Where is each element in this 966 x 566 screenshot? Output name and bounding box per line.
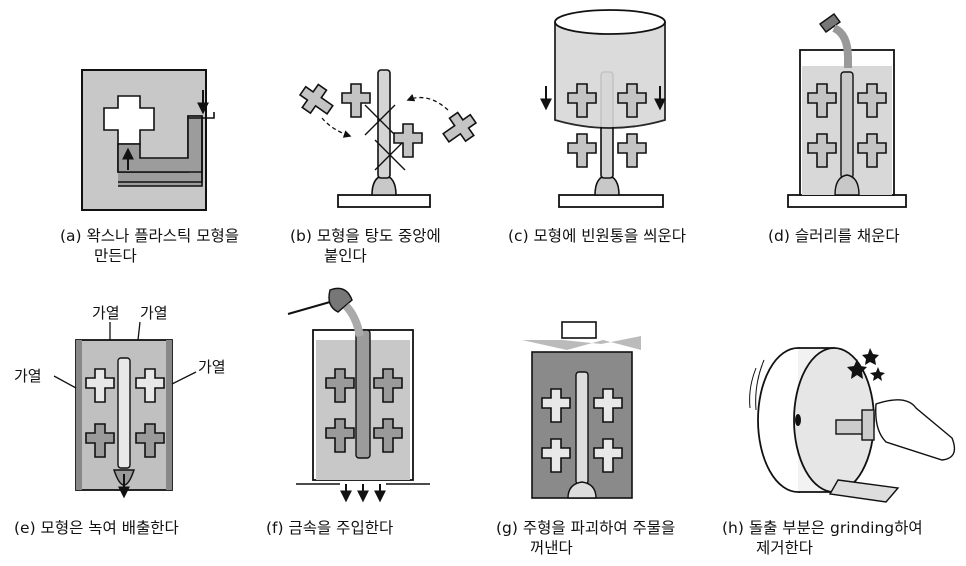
caption-a-line2: 만든다 <box>94 247 137 265</box>
heating-label-top-left: 가열 <box>92 304 120 322</box>
panel-c-figure <box>540 9 666 208</box>
caption-c-line1: (c) 모형에 빈원통을 씌운다 <box>508 227 686 245</box>
caption-c: (c) 모형에 빈원통을 씌운다 <box>508 226 686 246</box>
panel-e-figure <box>53 321 197 499</box>
panel-g-figure <box>522 321 641 499</box>
caption-g-line1: (g) 주형을 파괴하여 주물을 <box>496 519 676 537</box>
caption-b-line1: (b) 모형을 탕도 중앙에 <box>290 227 441 245</box>
heating-label-left: 가열 <box>14 367 42 385</box>
heating-label-top-right: 가열 <box>140 304 168 322</box>
caption-a: (a) 왁스나 플라스틱 모형을 만든다 <box>60 226 239 266</box>
caption-h-line2: 제거한다 <box>756 539 814 557</box>
caption-h: (h) 돌출 부분은 grinding하여 제거한다 <box>722 518 923 558</box>
caption-b-line2: 붙인다 <box>324 247 367 265</box>
caption-g: (g) 주형을 파괴하여 주물을 꺼낸다 <box>496 518 675 558</box>
panel-f-figure <box>287 287 430 503</box>
caption-d: (d) 슬러리를 채운다 <box>768 226 900 246</box>
caption-a-line1: (a) 왁스나 플라스틱 모형을 <box>60 227 239 245</box>
panel-a-figure <box>81 69 215 211</box>
caption-f-line1: (f) 금속을 주입한다 <box>266 519 394 537</box>
caption-b: (b) 모형을 탕도 중앙에 붙인다 <box>290 226 441 266</box>
caption-f: (f) 금속을 주입한다 <box>266 518 393 538</box>
panel-h-figure <box>749 347 956 503</box>
panel-b-figure <box>294 69 482 208</box>
caption-e: (e) 모형은 녹여 배출한다 <box>14 518 179 538</box>
caption-d-line1: (d) 슬러리를 채운다 <box>768 227 900 245</box>
caption-g-line2: 꺼낸다 <box>530 539 573 557</box>
panel-d-figure <box>787 13 907 208</box>
heating-label-right: 가열 <box>198 358 226 376</box>
caption-e-line1: (e) 모형은 녹여 배출한다 <box>14 519 179 537</box>
caption-h-line1: (h) 돌출 부분은 grinding하여 <box>722 519 923 537</box>
